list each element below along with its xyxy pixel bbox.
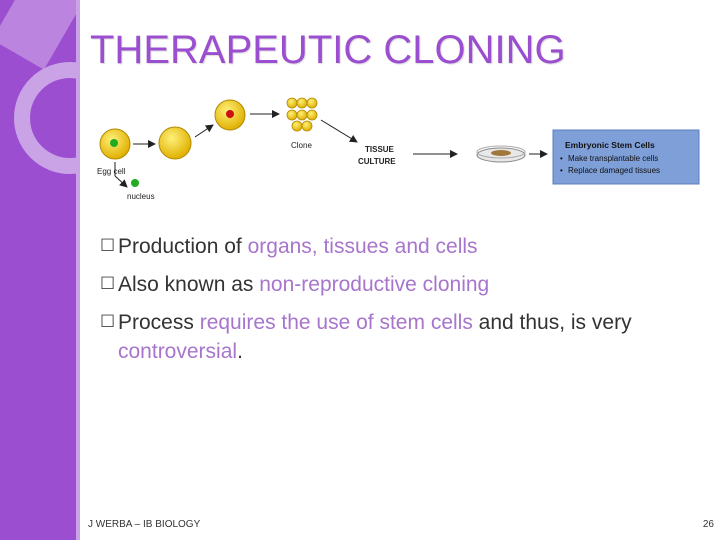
slide-title: THERAPEUTIC CLONING: [90, 28, 566, 72]
stem-cells-box: Embryonic Stem Cells • Make transplantab…: [552, 129, 700, 185]
svg-text:•: •: [560, 154, 563, 163]
egg-cell-icon: [99, 128, 131, 160]
enucleated-egg-icon: [158, 126, 192, 160]
checkbox-icon: ☐: [100, 312, 116, 332]
box-title: Embryonic Stem Cells: [565, 140, 655, 150]
nucleus-icon: [131, 179, 139, 187]
petri-dish-icon: [476, 145, 526, 163]
bullet-item-2: ☐Also known as non-reproductive cloning: [100, 270, 700, 299]
checkbox-icon: ☐: [100, 274, 116, 294]
nucleus-label: nucleus: [127, 192, 155, 201]
bullet-item-3: ☐Process requires the use of stem cells …: [100, 308, 700, 366]
footer-author: J WERBA – IB BIOLOGY: [88, 519, 201, 530]
page-number: 26: [702, 519, 714, 530]
bullet-list: ☐Production of organs, tissues and cells…: [100, 232, 700, 375]
checkbox-icon: ☐: [100, 236, 116, 256]
fused-cell-icon: [214, 99, 246, 131]
sidebar-decoration: [0, 0, 80, 540]
egg-cell-label: Egg cell: [97, 167, 126, 176]
box-item-2: Replace damaged tissues: [568, 166, 660, 175]
tissue-label: TISSUE: [365, 145, 395, 154]
sidebar-divider: [76, 0, 80, 540]
circle-decoration: [0, 0, 80, 174]
bullet-item-1: ☐Production of organs, tissues and cells: [100, 232, 700, 261]
culture-label: CULTURE: [358, 157, 396, 166]
cloning-diagram: Egg cell nucleus Clone: [95, 92, 710, 207]
box-item-1: Make transplantable cells: [568, 154, 658, 163]
clone-label: Clone: [291, 141, 312, 150]
clone-cluster-icon: [286, 97, 318, 132]
svg-text:•: •: [560, 166, 563, 175]
